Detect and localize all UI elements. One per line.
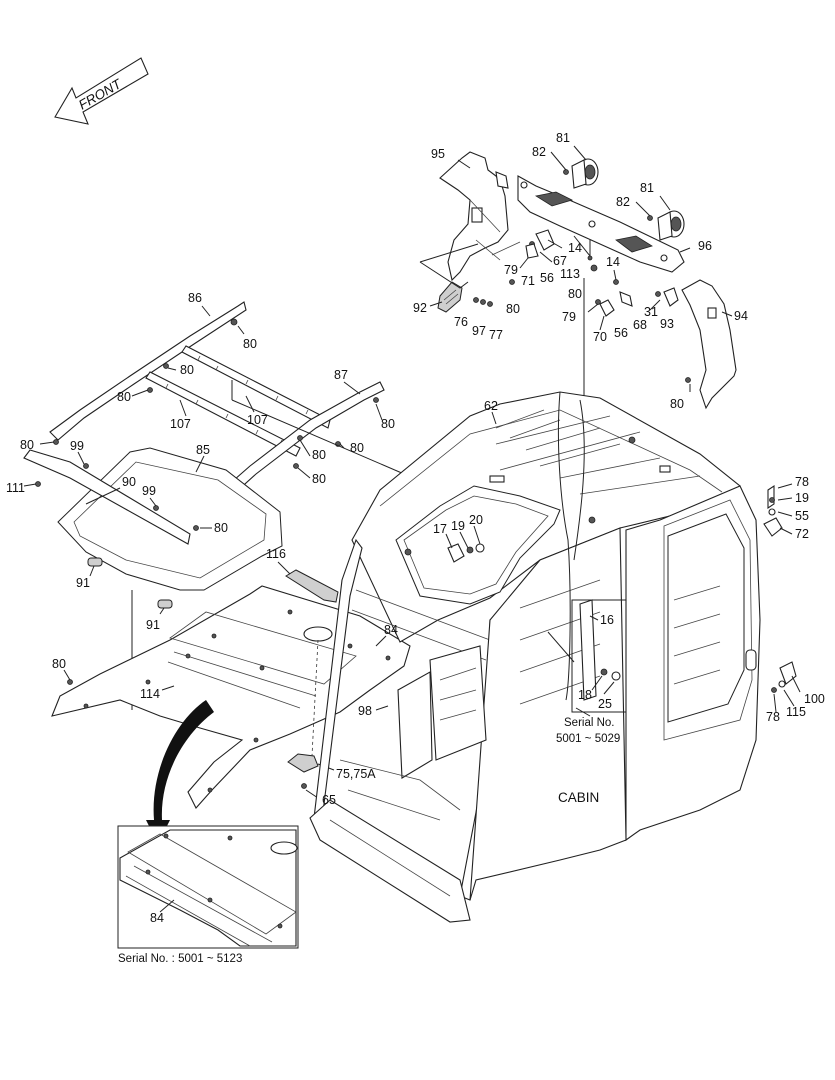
callout-93: 93 [660,317,674,331]
callout-80-far-left: 80 [20,438,34,452]
callout-17: 17 [433,522,447,536]
callout-113: 113 [560,267,580,281]
callout-99-left: 99 [70,439,84,453]
inset-detail [117,825,299,949]
callout-25: 25 [598,697,612,711]
callout-78-lower: 78 [766,710,780,724]
callout-labels: 95 82 81 82 81 14 67 96 79 71 56 113 14 … [6,131,825,965]
callout-55: 55 [795,509,809,523]
callout-81-upper: 81 [556,131,570,145]
callout-82-lower: 82 [616,195,630,209]
grab-handle [437,281,463,313]
glass-frame-90 [23,449,191,545]
callout-80-upper-mid: 80 [568,287,582,301]
bracket-16 [571,599,627,713]
rear-left-trim [439,151,521,282]
callout-91-upper: 91 [76,576,90,590]
callout-80-mid-b: 80 [350,441,364,455]
trim-116 [285,569,339,603]
callout-82-upper: 82 [532,145,546,159]
callout-97: 97 [472,324,486,338]
callout-80-rail-86: 80 [243,337,257,351]
callout-70: 70 [593,330,607,344]
callout-80-handle: 80 [506,302,520,316]
callout-19-roof: 19 [451,519,465,533]
callout-94: 94 [734,309,748,323]
callout-87: 87 [334,368,348,382]
callout-84-inset: 84 [150,911,164,925]
callout-80-rail-left: 80 [117,390,131,404]
callout-67: 67 [553,254,567,268]
callout-76: 76 [454,315,468,329]
roof-headliner [51,585,411,809]
callout-18: 18 [578,688,592,702]
rear-trim-panel [517,175,685,273]
callout-99-right: 99 [142,484,156,498]
glass-clips [87,557,173,609]
callout-80-rail-upper: 80 [180,363,194,377]
callout-98: 98 [358,704,372,718]
serial-note-cabin: Serial No. [564,717,615,729]
callout-65: 65 [322,793,336,807]
callout-14-left: 14 [568,241,582,255]
cabin-label: CABIN [558,790,599,805]
sunroof-glass [57,447,283,591]
roof-bracket-17 [447,543,485,563]
callout-116: 116 [266,547,286,561]
callout-96: 96 [698,239,712,253]
right-hardware [763,484,797,693]
callout-107-left: 107 [170,417,191,431]
callout-71: 71 [521,274,535,288]
rail-107-upper [181,345,331,429]
callout-80-rail-87: 80 [381,417,395,431]
leader-lines-cabin [445,411,801,717]
callout-80-mid-a: 80 [312,448,326,462]
speaker-lower [657,210,685,241]
callout-16: 16 [600,613,614,627]
callout-78-upper: 78 [795,475,809,489]
callout-100: 100 [804,692,825,706]
callout-56-upper: 56 [540,271,554,285]
callout-81-lower: 81 [640,181,654,195]
callout-86: 86 [188,291,202,305]
serial-note-cabin-range: 5001 ~ 5029 [556,733,620,745]
speaker-upper [571,158,599,189]
callout-80-pillar: 80 [670,397,684,411]
callout-107-right: 107 [247,413,268,427]
callout-84-main: 84 [384,623,398,637]
callout-80-lower-left: 80 [52,657,66,671]
rail-107-lower [145,371,301,457]
callout-14-right: 14 [606,255,620,269]
callout-77: 77 [489,328,503,342]
dome-lamp [287,753,319,789]
callout-62: 62 [484,399,498,413]
callout-31: 31 [644,305,658,319]
callout-72: 72 [795,527,809,541]
callout-19-right: 19 [795,491,809,505]
front-arrow: FRONT [54,57,149,125]
roof-rail-86 [49,301,247,441]
callout-85: 85 [196,443,210,457]
callout-111: 111 [6,481,25,495]
callout-115: 115 [786,705,806,719]
callout-80-mid-c: 80 [312,472,326,486]
inset-serial-note: Serial No. : 5001 ~ 5123 [118,953,242,965]
small-hardware [473,169,691,383]
callout-75-75a: 75,75A [336,767,376,781]
callout-90: 90 [122,475,136,489]
callout-91-lower: 91 [146,618,160,632]
callout-56-lower: 56 [614,326,628,340]
callout-20: 20 [469,513,483,527]
callout-79-upper: 79 [504,263,518,277]
callout-92: 92 [413,301,427,315]
callout-114: 114 [140,687,160,701]
callout-79-lower: 79 [562,310,576,324]
callout-68: 68 [633,318,647,332]
callout-95: 95 [431,147,445,161]
callout-80-glass: 80 [214,521,228,535]
